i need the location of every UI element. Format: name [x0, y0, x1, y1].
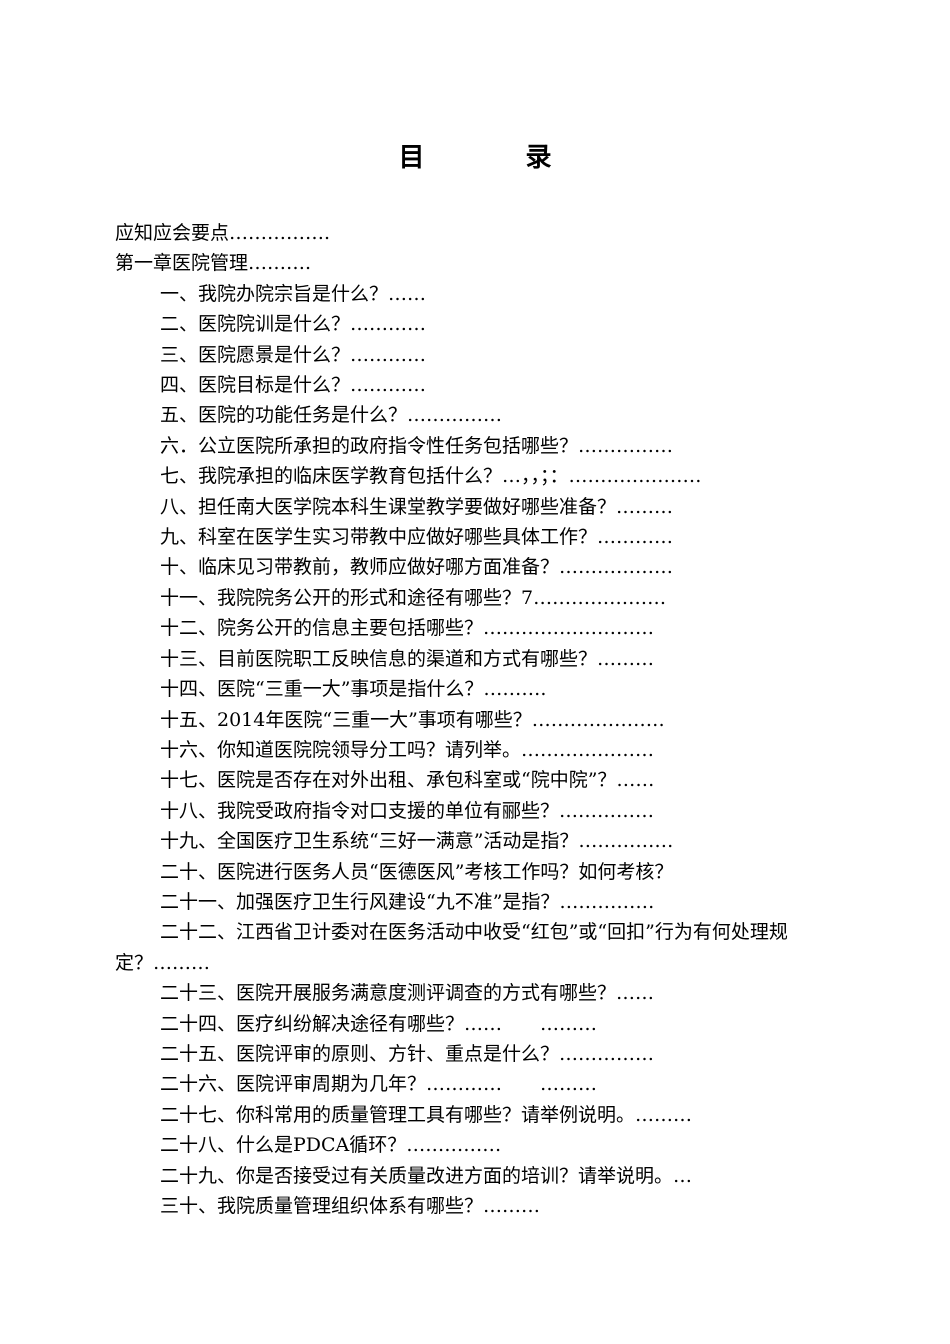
- toc-list: 应知应会要点……………. 第一章医院管理………. 一、我院办院宗旨是什么？…… 二、医…: [115, 218, 845, 1221]
- toc-entry: 二十七、你科常用的质量管理工具有哪些？请举例说明。………: [160, 1103, 693, 1126]
- toc-entry: 二十三、医院开展服务满意度测评调查的方式有哪些？……: [160, 982, 655, 1005]
- toc-entry: 二十九、你是否接受过有关质量改进方面的培训？请举说明。…: [160, 1164, 693, 1187]
- toc-entry: 十三、目前医院职工反映信息的渠道和方式有哪些？………: [160, 647, 655, 670]
- toc-entry: 一、我院办院宗旨是什么？……: [160, 282, 427, 305]
- toc-entry: 十一、我院院务公开的形式和途径有哪些？7…………………: [160, 586, 667, 609]
- toc-entry: 应知应会要点…………….: [115, 222, 331, 244]
- toc-entry: 十七、医院是否存在对外出租、承包科室或“院中院”？……: [160, 769, 655, 792]
- toc-entry: 第一章医院管理……….: [115, 252, 312, 275]
- toc-entry: 十四、医院“三重一大”事项是指什么？……….: [160, 678, 547, 701]
- toc-entry: 三十、我院质量管理组织体系有哪些？………: [160, 1195, 541, 1217]
- toc-entry: 三、医院愿景是什么？…………: [160, 343, 427, 366]
- toc-entry: 十五、2014年医院“三重一大”事项有哪些？…………………: [160, 708, 665, 731]
- toc-entry: 二十六、医院评审周期为几年？………… ………: [160, 1073, 598, 1096]
- toc-entry: 四、医院目标是什么？…………: [160, 374, 427, 397]
- toc-entry: 九、科室在医学生实习带教中应做好哪些具体工作？…………: [160, 526, 674, 549]
- toc-entry: 五、医院的功能任务是什么？……………: [160, 404, 503, 427]
- toc-entry: 十、临床见习带教前，教师应做好哪方面准备？………………: [160, 556, 674, 579]
- toc-entry: 十二、院务公开的信息主要包括哪些？………………………: [160, 617, 655, 640]
- toc-entry: 二、医院院训是什么？…………: [160, 313, 427, 336]
- toc-entry: 十九、全国医疗卫生系统“三好一满意”活动是指？……………: [160, 830, 674, 853]
- toc-entry: 八、担任南大医学院本科生课堂教学要做好哪些准备？………: [160, 495, 674, 518]
- toc-entry: 七、我院承担的临床医学教育包括什么？…，，；：…………………: [160, 465, 702, 488]
- toc-title: 目 录: [398, 143, 598, 173]
- toc-entry: 二十五、医院评审的原则、方针、重点是什么？……………: [160, 1042, 655, 1065]
- toc-entry: 二十一、加强医疗卫生行风建设“九不准”是指？……………: [160, 890, 655, 913]
- toc-entry: 二十八、什么是PDCA循环？……………: [160, 1134, 502, 1157]
- toc-entry: 六．公立医院所承担的政府指令性任务包括哪些？……………: [160, 434, 674, 457]
- toc-entry: 十六、你知道医院院领导分工吗？请列举。…………………: [160, 738, 655, 761]
- toc-entry: 二十二、江西省卫计委对在医务活动中收受“红包”或“回扣”行为有何处理规定？………: [115, 921, 788, 974]
- toc-entry: 二十、医院进行医务人员“医德医风”考核工作吗？如何考核？: [160, 860, 674, 883]
- toc-entry: 二十四、医疗纠纷解决途径有哪些？…… ………: [160, 1012, 598, 1035]
- toc-entry: 十八、我院受政府指令对口支援的单位有郦些？……………: [160, 799, 655, 822]
